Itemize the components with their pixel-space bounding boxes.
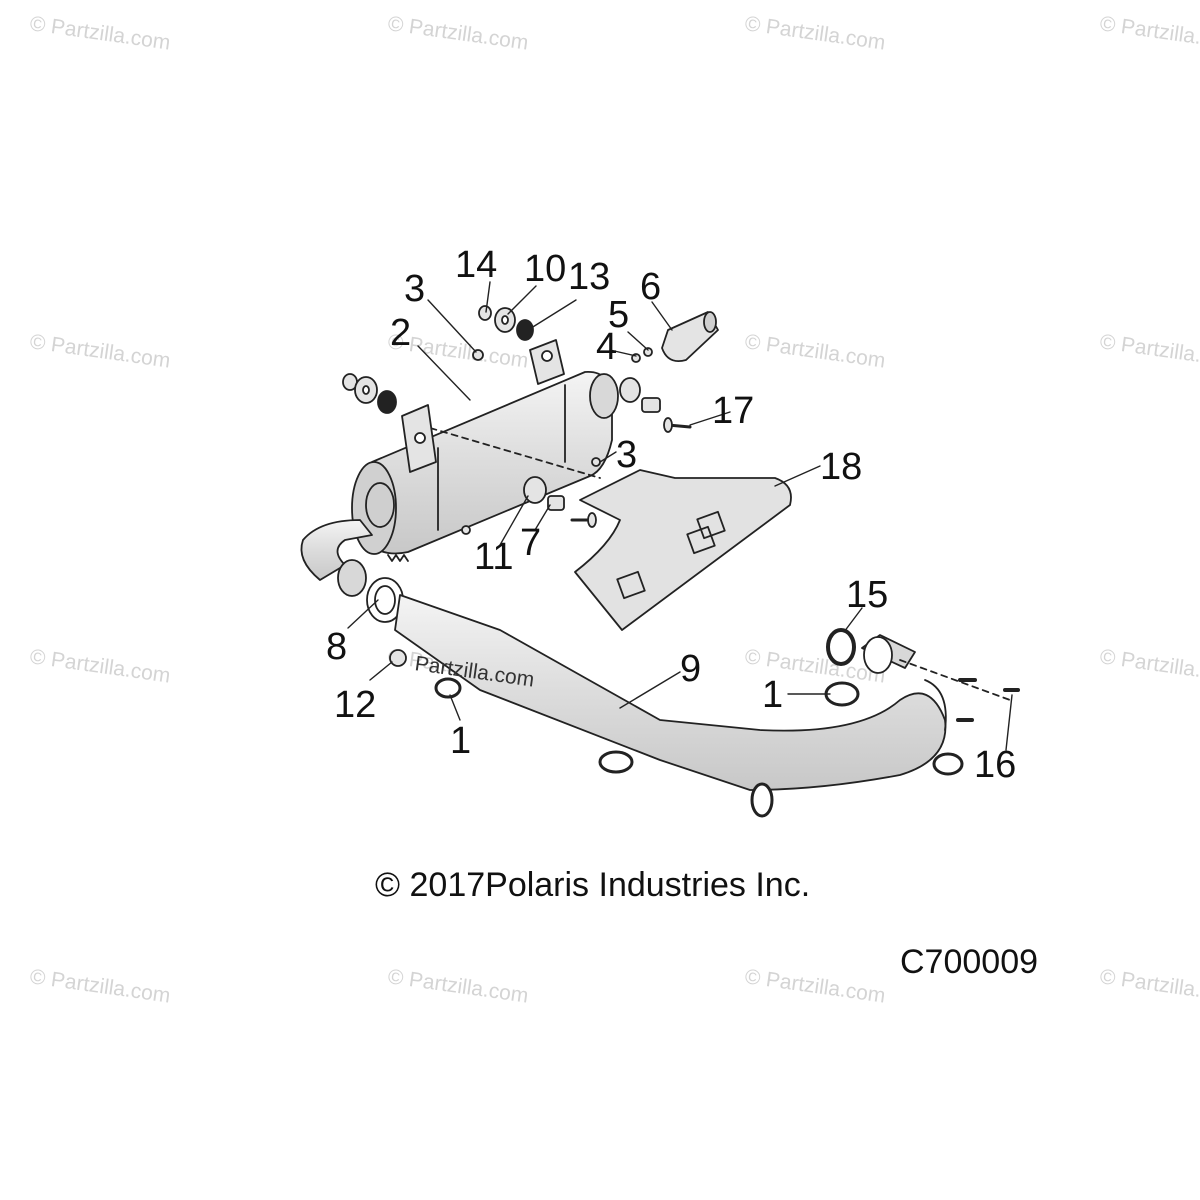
flange-bolts [899,659,1020,722]
callout-6: 6 [640,266,662,308]
callout-18: 18 [820,446,863,488]
grommet-stack-right [478,305,534,341]
callout-1-right: 1 [762,674,784,716]
bushing-7 [523,476,597,528]
grommet-stack-left [342,373,397,414]
callout-7: 7 [520,522,542,564]
heat-shield [574,469,792,631]
leader-lines [347,281,1013,751]
callout-3-top: 3 [404,268,426,310]
callout-9: 9 [680,648,702,690]
exhaust-flange [826,628,916,674]
tail-pipe-tip [661,311,719,363]
exhaust-spring [387,554,409,667]
callout-17: 17 [712,390,755,432]
callout-10: 10 [524,248,567,290]
callout-1-left: 1 [450,720,472,762]
callout-3-mid: 3 [616,434,638,476]
mount-bracket-left [401,404,437,473]
callout-11: 11 [474,536,514,578]
callout-16: 16 [974,744,1017,786]
callout-4: 4 [596,326,618,368]
exhaust-gasket [337,559,404,623]
bushing-17 [619,377,692,433]
mount-bracket-right [529,339,565,385]
head-pipe [394,594,947,791]
muffler-inlet-tube [300,482,395,581]
clamp [434,677,964,818]
diagram-code: C700009 [900,943,1039,981]
callout-14: 14 [455,244,498,286]
callout-15: 15 [846,574,889,616]
callout-13: 13 [568,256,611,298]
copyright-notice: © 2017Polaris Industries Inc. [375,866,811,904]
callout-8: 8 [326,626,348,668]
hardware-nut [461,347,653,535]
callout-5: 5 [608,294,630,336]
callout-2: 2 [390,312,412,354]
callout-12: 12 [334,684,377,726]
